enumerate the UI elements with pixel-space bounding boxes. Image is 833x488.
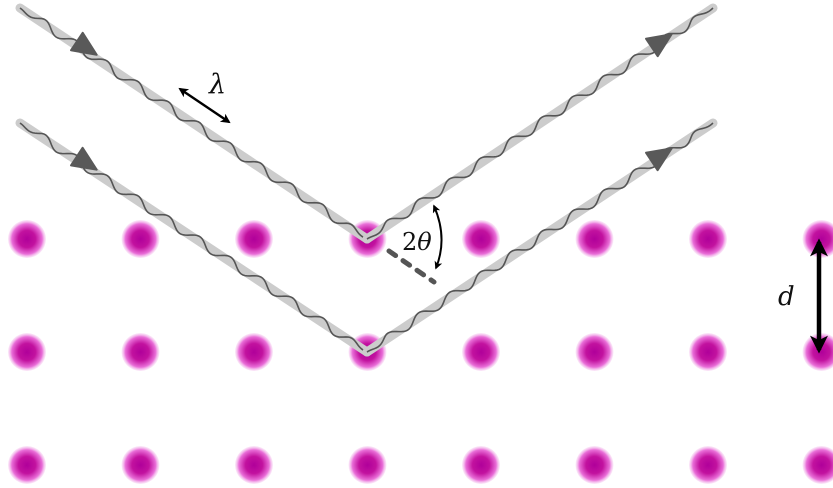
lattice-atom [8, 220, 46, 258]
lattice-atom [802, 446, 833, 484]
angle-indicator: 2θ [386, 204, 443, 285]
wavelength-arrow [178, 87, 231, 124]
wavelength-label: λ [208, 69, 226, 100]
lattice-atom [689, 446, 727, 484]
lattice-atom [235, 220, 273, 258]
beam-band [15, 118, 372, 357]
lattice-atom [462, 220, 500, 258]
lattice-atom [8, 333, 46, 371]
lattice-atom [348, 446, 387, 484]
lattice-atom [8, 446, 46, 484]
lattice-atom [235, 446, 273, 484]
incident-ray [15, 118, 372, 357]
beam-direction-arrowhead [645, 33, 673, 58]
lattice-atom [689, 220, 727, 258]
angle-reference-dashed-line [386, 248, 437, 285]
lower-beam [15, 118, 718, 357]
incident-ray [15, 3, 372, 244]
lattice-atom [575, 333, 614, 371]
lattice-atom [689, 333, 727, 371]
wavelength-indicator: λ [178, 69, 231, 124]
angle-number: 2 [402, 228, 417, 256]
beam-band [15, 3, 372, 244]
lattice-atom [121, 333, 160, 371]
beam-direction-arrowhead [645, 147, 673, 172]
lattice-atom [575, 220, 614, 258]
lattice-atom [121, 446, 160, 484]
x-ray-beams [15, 3, 718, 357]
beam-direction-arrowhead [70, 146, 98, 171]
crystal-lattice [8, 220, 833, 484]
lattice-atom [121, 220, 160, 258]
upper-beam [15, 3, 718, 244]
angle-label: 2θ [402, 228, 432, 256]
lattice-atom [462, 446, 500, 484]
lattice-atom [575, 446, 614, 484]
lattice-atom [235, 333, 273, 371]
spacing-label: d [778, 282, 795, 312]
angle-arc-arrow [432, 204, 443, 270]
angle-symbol: θ [417, 228, 432, 256]
spacing-indicator: d [778, 238, 828, 354]
lattice-atom [462, 333, 500, 371]
beam-direction-arrowhead [70, 31, 98, 56]
